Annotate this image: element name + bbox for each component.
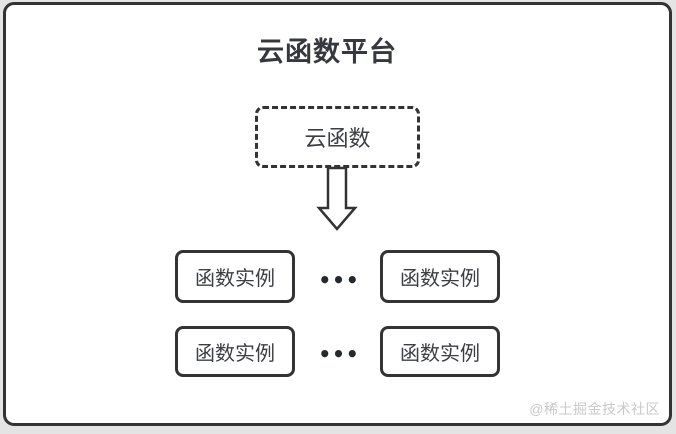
cloud-function-label: 云函数 [304,126,371,151]
function-instance-node: 函数实例 [175,326,295,377]
ellipsis-row-1: ••• [318,268,360,292]
ellipsis-row-2: ••• [318,342,360,366]
function-instance-node: 函数实例 [380,326,500,377]
watermark: @稀土掘金技术社区 [529,401,660,417]
diagram-title: 云函数平台 [257,37,397,67]
function-instance-label: 函数实例 [400,268,480,290]
function-instance-label: 函数实例 [400,343,480,365]
down-arrow-icon [316,166,358,231]
cloud-function-node: 云函数 [255,106,420,168]
function-instance-label: 函数实例 [195,343,275,365]
function-instance-label: 函数实例 [195,268,275,290]
function-instance-node: 函数实例 [175,250,295,303]
function-instance-node: 函数实例 [380,250,500,303]
